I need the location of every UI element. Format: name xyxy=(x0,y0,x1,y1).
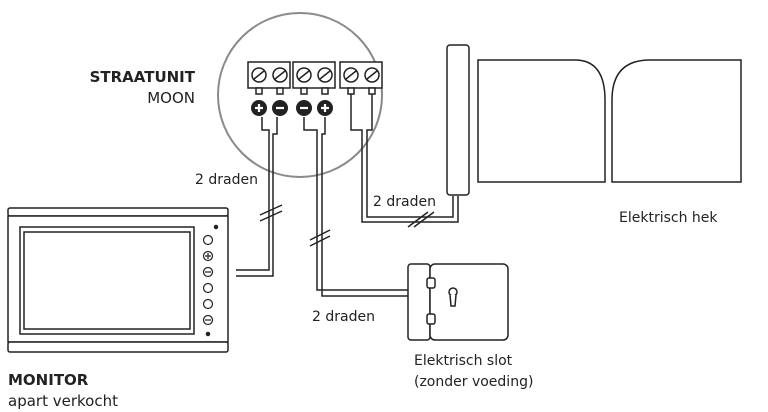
polarity-markers xyxy=(251,100,333,116)
terminal-screws xyxy=(251,67,380,83)
street-unit-model: MOON xyxy=(147,89,195,107)
wire-label-gate: 2 draden xyxy=(373,194,436,210)
gate-device xyxy=(446,44,742,196)
detail-circle xyxy=(217,12,383,178)
monitor-note: apart verkocht xyxy=(8,392,118,410)
plus-marker-2 xyxy=(317,100,333,116)
gate-label: Elektrisch hek xyxy=(619,210,718,226)
wire-label-lock: 2 draden xyxy=(312,309,375,325)
terminal-block xyxy=(247,61,383,95)
wire-lock xyxy=(303,117,410,297)
monitor-buttons xyxy=(202,234,214,326)
wire-label-monitor: 2 draden xyxy=(195,172,258,188)
lock-device xyxy=(407,263,509,341)
wire-gate xyxy=(350,94,459,228)
wire-monitor xyxy=(236,117,283,277)
minus-marker-2 xyxy=(296,100,312,116)
lock-note: (zonder voeding) xyxy=(414,374,533,390)
monitor-title: MONITOR xyxy=(8,371,89,389)
plus-marker-1 xyxy=(251,100,267,116)
monitor-device xyxy=(7,207,229,353)
street-unit-title: STRAATUNIT xyxy=(90,68,196,86)
lock-label: Elektrisch slot xyxy=(414,353,513,369)
minus-marker-1 xyxy=(272,100,288,116)
